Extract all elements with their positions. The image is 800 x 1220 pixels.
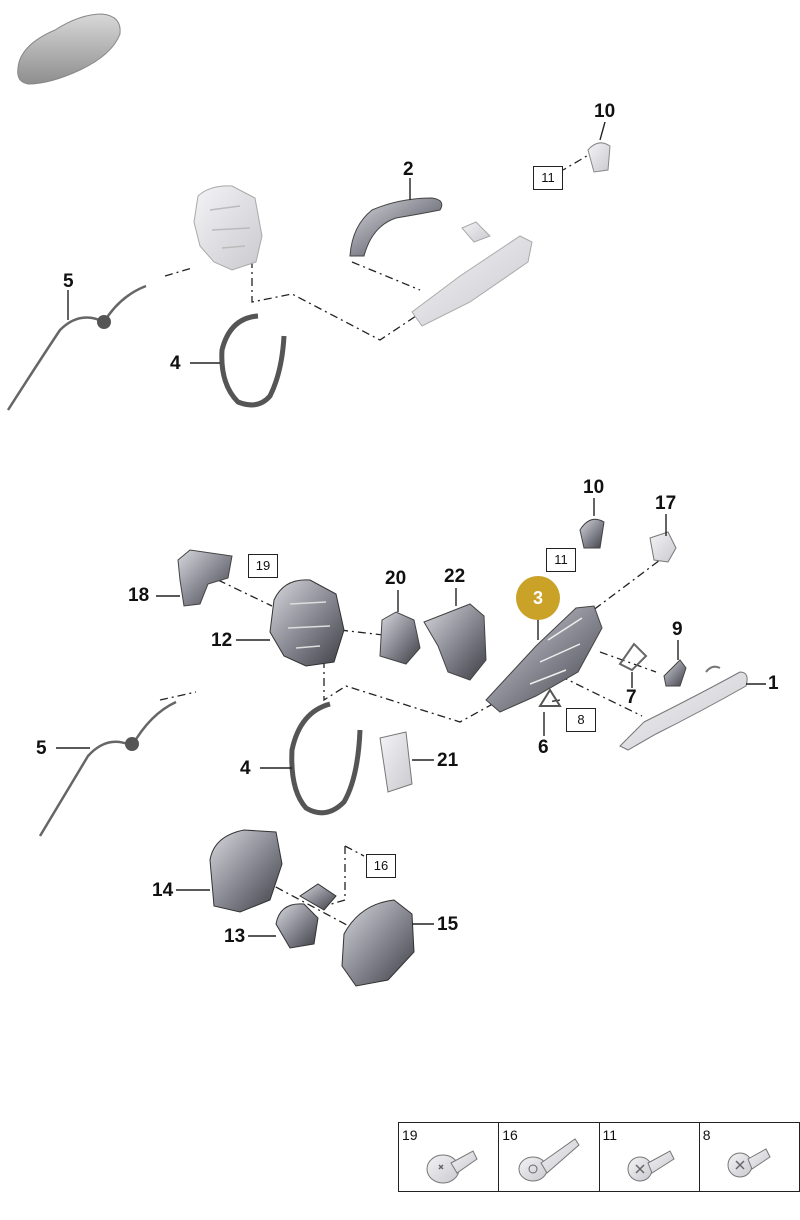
legend-cell-19: 19 (399, 1123, 500, 1191)
car-thumbnail-icon (17, 13, 121, 85)
callout-6: 6 (538, 737, 549, 758)
callout-5-bottom: 5 (36, 738, 47, 759)
callout-7: 7 (626, 687, 637, 708)
door-handle-1 (619, 671, 748, 751)
legend-number: 19 (402, 1127, 418, 1143)
callout-15: 15 (437, 914, 459, 935)
cover-15 (341, 899, 415, 987)
ref-box-11-top: 11 (533, 166, 563, 190)
long-bolt-icon (518, 1138, 580, 1182)
legend-number: 16 (502, 1127, 518, 1143)
bracket-18 (177, 549, 233, 607)
cable-long-5 (38, 700, 177, 837)
top-striker-plate (587, 142, 611, 173)
callout-3-highlighted: 3 (516, 576, 560, 620)
leader-lines (56, 121, 766, 937)
legend-cell-16: 16 (499, 1123, 600, 1191)
ref-box-8: 8 (566, 708, 596, 732)
callout-9: 9 (672, 619, 683, 640)
ref-box-19: 19 (248, 554, 278, 578)
cap-17 (649, 531, 677, 563)
legend-cell-11: 11 (600, 1123, 700, 1191)
legend-cell-8: 8 (700, 1123, 799, 1191)
seal-6 (538, 688, 562, 707)
gasket-7 (618, 642, 648, 672)
legend-number: 11 (602, 1127, 618, 1143)
fastener-legend: 19 16 11 8 (398, 1122, 800, 1192)
striker-10 (579, 518, 605, 549)
top-handle-carrier (411, 235, 533, 327)
housing-14 (209, 829, 283, 913)
top-cable-long (6, 284, 147, 411)
callout-13: 13 (224, 926, 246, 947)
legend-number: 8 (702, 1127, 711, 1143)
ref-box-16: 16 (366, 854, 396, 878)
top-door-lock (193, 185, 263, 271)
flange-bolt-icon (426, 1150, 478, 1184)
door-lock-12 (269, 579, 345, 667)
plate-21 (379, 731, 413, 793)
callout-10-top: 10 (594, 101, 616, 122)
callout-22: 22 (444, 566, 466, 587)
callout-17: 17 (655, 493, 677, 514)
callout-5-top: 5 (63, 271, 74, 292)
cap-9 (663, 659, 687, 687)
callout-20: 20 (385, 568, 407, 589)
handle-carrier-3 (485, 605, 603, 713)
callout-4-bottom: 4 (240, 758, 251, 779)
cover-22 (423, 603, 487, 681)
pad-20 (379, 611, 421, 665)
callout-4-top: 4 (170, 353, 181, 374)
callout-10-bottom: 10 (583, 477, 605, 498)
torx-screw-icon (627, 1150, 675, 1182)
callout-1: 1 (768, 673, 779, 694)
top-door-handle (349, 197, 443, 257)
ref-box-11-bottom: 11 (546, 548, 576, 572)
top-cable-loop (219, 313, 287, 408)
callout-14: 14 (152, 880, 174, 901)
callout-12: 12 (211, 630, 233, 651)
callout-2: 2 (403, 159, 414, 180)
callout-21: 21 (437, 750, 459, 771)
callout-18: 18 (128, 585, 150, 606)
short-bolt-icon (727, 1148, 771, 1178)
motor-13 (275, 903, 319, 949)
cable-loop-4 (289, 701, 363, 816)
